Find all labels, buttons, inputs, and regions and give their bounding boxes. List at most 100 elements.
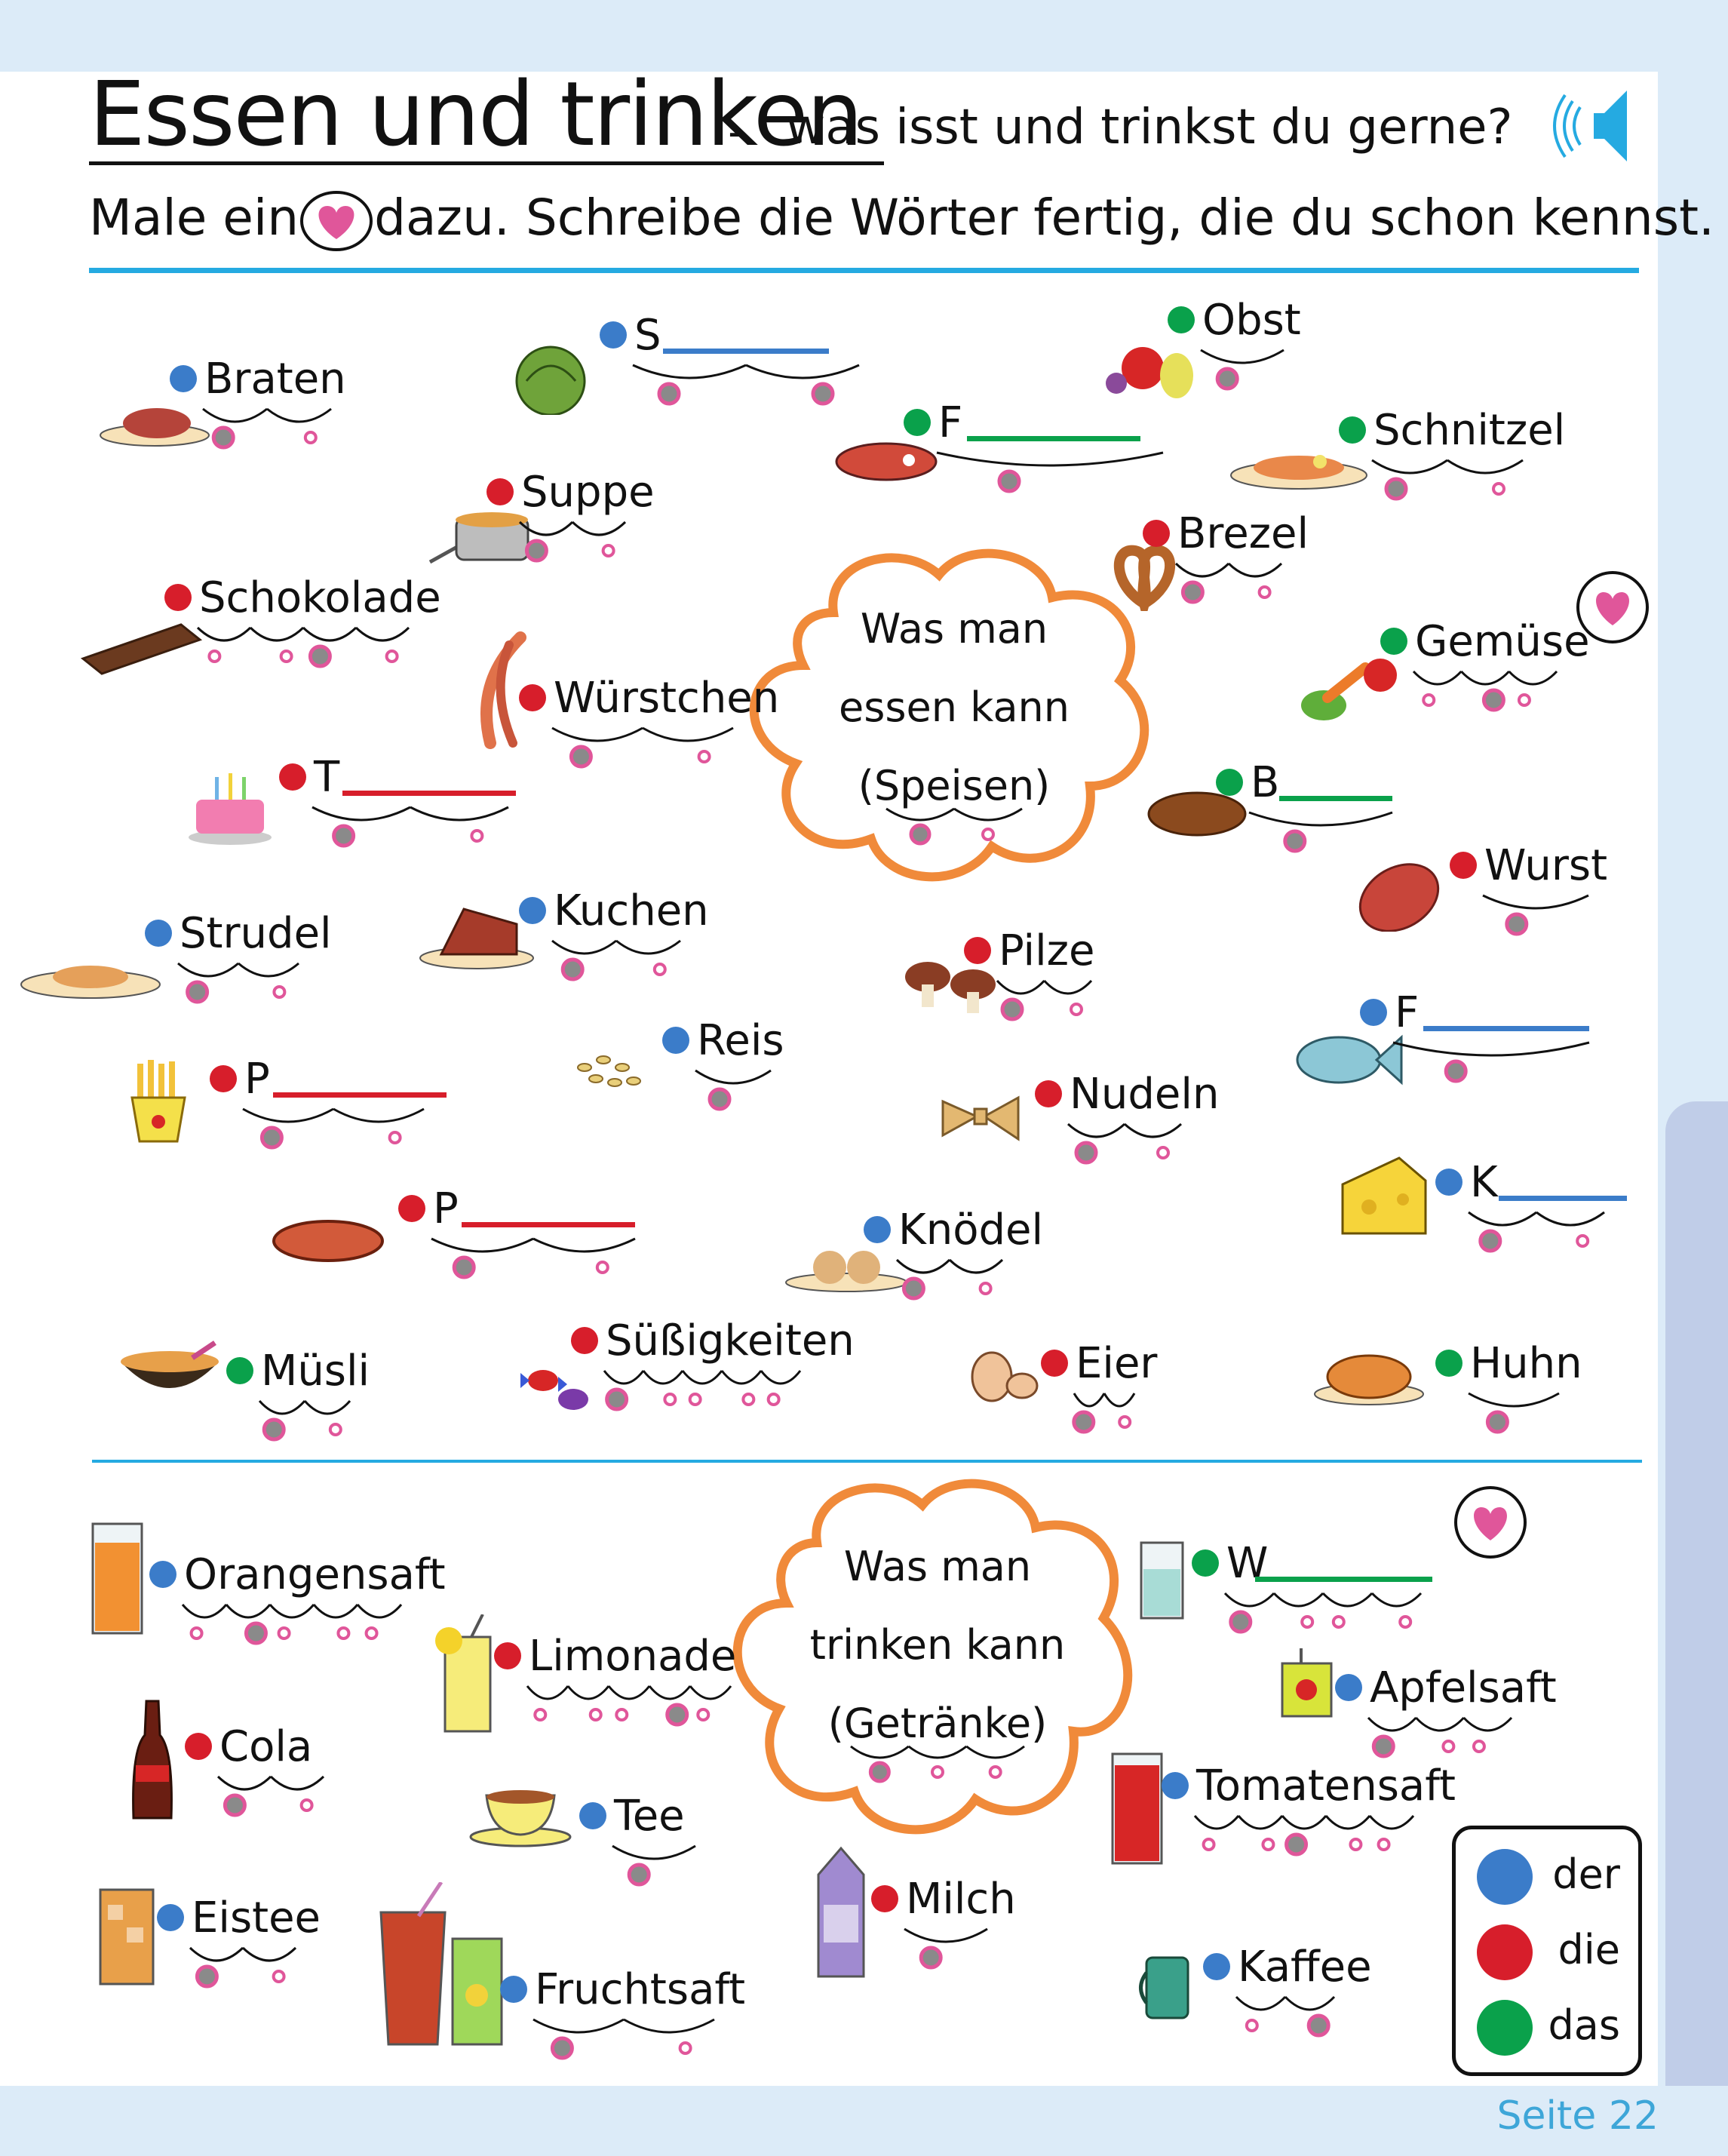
word-label: Strudel <box>180 909 332 958</box>
syllable-arcs <box>1193 1815 1415 1857</box>
cake-slice-icon <box>419 901 536 972</box>
article-dot <box>1143 520 1170 547</box>
drink-cloud: Was man trinken kann (Getränke) <box>726 1475 1149 1852</box>
fish-icon <box>1290 1022 1403 1097</box>
cake-icon <box>185 758 275 852</box>
eggs-icon <box>965 1347 1041 1410</box>
article-dot <box>486 478 514 505</box>
article-dot <box>864 1216 891 1243</box>
article-dot <box>964 937 991 964</box>
word-label: Obst <box>1202 296 1301 345</box>
word-label: Knödel <box>898 1205 1044 1255</box>
write-in-line[interactable] <box>967 436 1140 441</box>
syllable-arcs <box>533 2018 715 2060</box>
cola-bottle-icon <box>130 1697 175 1825</box>
syllable-arcs <box>196 626 410 668</box>
word-label: Reis <box>697 1016 784 1065</box>
iced-tea-glass-icon <box>97 1882 157 1991</box>
syllable-arcs <box>885 807 1023 846</box>
strudel-icon <box>19 958 162 1003</box>
steak-icon <box>833 438 939 486</box>
dumplings-icon <box>784 1241 909 1297</box>
drink-cloud-line2: trinken kann <box>809 1621 1066 1669</box>
word-label: Fruchtsaft <box>535 1965 746 2014</box>
soup-pot-icon <box>422 502 539 569</box>
write-in-line[interactable] <box>1499 1196 1627 1201</box>
word-label: Apfelsaft <box>1370 1663 1557 1712</box>
title-dash: - <box>728 106 744 158</box>
word-label: Orangensaft <box>184 1550 446 1599</box>
legend-label: das <box>1548 2001 1620 2049</box>
write-in-line[interactable] <box>1255 1577 1432 1582</box>
article-dot <box>1380 628 1407 655</box>
legend-dot <box>1477 2000 1533 2056</box>
legend-label: der <box>1552 1850 1620 1898</box>
word-label: Gemüse <box>1415 617 1590 666</box>
word-label: S <box>634 311 661 360</box>
cabbage-icon <box>504 343 598 418</box>
syllable-arcs <box>1367 1716 1513 1758</box>
sausages-icon <box>468 630 536 754</box>
fries-icon <box>128 1060 189 1146</box>
pizza-icon <box>272 1215 385 1267</box>
candies-icon <box>513 1350 603 1429</box>
food-cloud: Was man essen kann (Speisen) <box>743 545 1165 899</box>
syllable-arcs <box>904 1927 988 1970</box>
syllable-arcs <box>242 1107 425 1150</box>
syllable-arcs <box>518 521 627 563</box>
tea-cup-icon <box>468 1780 573 1851</box>
rice-icon <box>569 1037 652 1101</box>
legend-dot <box>1477 1924 1533 1980</box>
article-dot <box>1339 416 1366 444</box>
write-in-line[interactable] <box>342 791 516 796</box>
word-label: Pilze <box>999 926 1095 975</box>
food-cloud-line1: Was man <box>860 605 1048 653</box>
article-dot <box>871 1885 898 1912</box>
word-label: B <box>1251 758 1280 807</box>
article-dot <box>145 920 172 947</box>
word-label: Brezel <box>1177 509 1309 558</box>
word-label: Schokolade <box>199 573 441 622</box>
write-in-line[interactable] <box>663 349 829 354</box>
word-label: Tee <box>614 1792 685 1841</box>
write-in-line[interactable] <box>273 1092 447 1098</box>
syllable-arcs <box>1412 670 1558 712</box>
lemonade-glass-icon <box>426 1614 502 1738</box>
apple-juice-box-icon <box>1278 1648 1335 1723</box>
syllable-arcs <box>1067 1123 1183 1165</box>
word-label: Eier <box>1076 1339 1158 1388</box>
article-dot <box>1162 1772 1189 1799</box>
fruit-icon <box>1097 334 1203 405</box>
syllable-arcs <box>1200 349 1284 391</box>
page-number: Seite 22 <box>1496 2093 1659 2139</box>
word-label: Eistee <box>192 1893 321 1943</box>
syllable-arcs <box>895 1258 1004 1301</box>
syllable-arcs <box>258 1400 351 1442</box>
article-dot <box>1192 1549 1219 1577</box>
heart-circle-drinks[interactable] <box>1453 1485 1528 1560</box>
write-in-line[interactable] <box>1279 796 1392 801</box>
article-dot <box>1335 1674 1362 1701</box>
article-dot <box>519 897 546 924</box>
write-in-line[interactable] <box>462 1222 635 1227</box>
syllable-arcs <box>177 962 299 1004</box>
word-label: Kuchen <box>554 886 709 935</box>
word-label: Braten <box>204 355 346 404</box>
article-dot <box>519 684 546 711</box>
cheese-icon <box>1339 1154 1429 1244</box>
word-label: P <box>244 1055 270 1104</box>
syllable-arcs <box>526 1685 732 1727</box>
speaker-icon[interactable] <box>1550 84 1641 167</box>
word-label: Milch <box>906 1875 1016 1924</box>
syllable-arcs <box>1174 562 1283 604</box>
tomato-juice-glass-icon <box>1109 1750 1165 1870</box>
write-in-line[interactable] <box>1423 1026 1589 1031</box>
heart-circle-food[interactable] <box>1575 570 1650 645</box>
article-dot <box>1041 1350 1068 1377</box>
chicken-icon <box>1312 1343 1426 1410</box>
syllable-arcs <box>603 1370 802 1411</box>
word-label: T <box>314 753 340 802</box>
article-dot <box>185 1733 212 1760</box>
section-divider <box>92 1460 1642 1463</box>
word-label: Limonade <box>529 1632 737 1681</box>
